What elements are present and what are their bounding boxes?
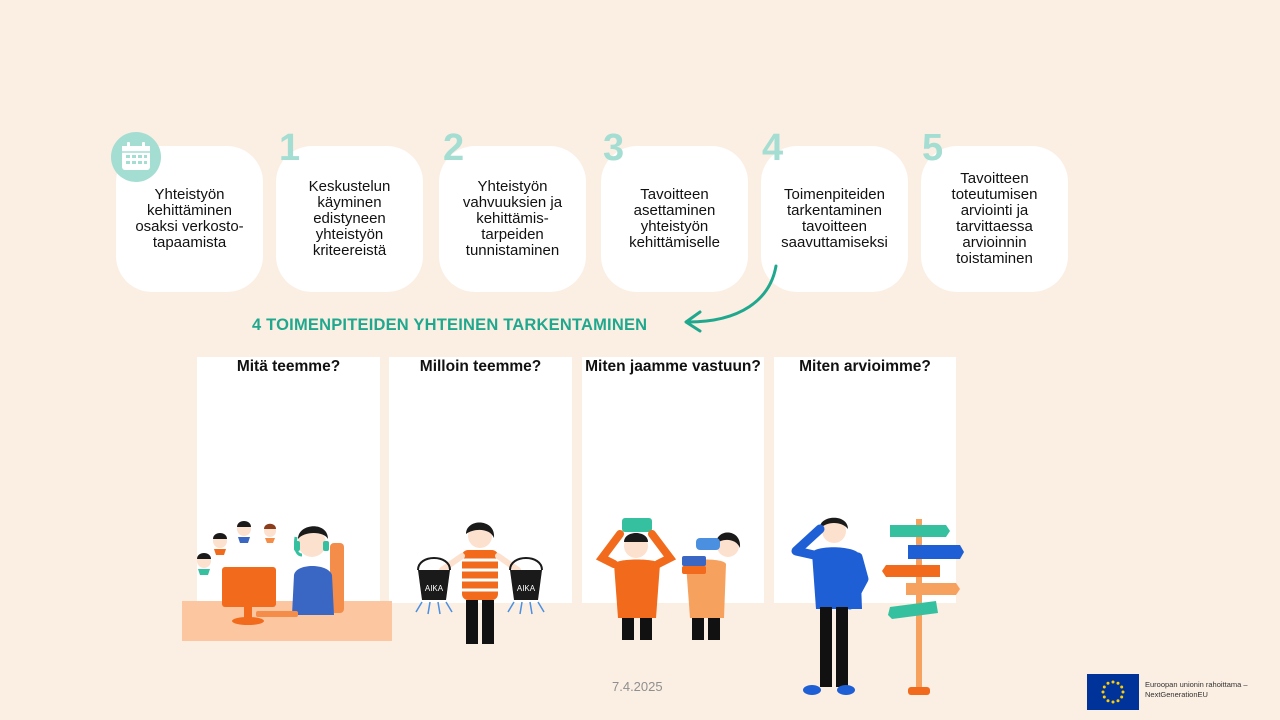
step-text: Keskustelun käyminen edistyneen yhteisty… [308, 178, 391, 259]
step-card-3: Tavoitteen asettaminen yhteistyön kehitt… [601, 146, 748, 292]
video-meeting-illustration [182, 521, 392, 641]
step-number-2: 2 [443, 127, 465, 169]
step-text: Tavoitteen toteutumisen arviointi ja tar… [951, 170, 1038, 267]
question-label: Milloin teemme? [419, 358, 542, 375]
step-card-intro: Yhteistyön kehittäminen osaksi verkosto-… [116, 146, 263, 292]
step-number-1: 1 [279, 127, 301, 169]
eu-funding-caption: Euroopan unionin rahoittama – NextGenera… [1145, 680, 1248, 699]
step-card-4: Toimenpiteiden tarkentaminen tavoitteen … [761, 146, 908, 292]
step-text: Yhteistyön vahvuuksien ja kehittämis- ta… [462, 178, 563, 259]
time-buckets-illustration: AIKA AIKA [415, 522, 545, 644]
step-card-2: Yhteistyön vahvuuksien ja kehittämis- ta… [439, 146, 586, 292]
question-label: Miten jaamme vastuun? [585, 358, 761, 375]
step-card-1: Keskustelun käyminen edistyneen yhteisty… [276, 146, 423, 292]
bucket-label-left: AIKA [425, 584, 444, 593]
question-card-evaluate: Miten arvioimme? [774, 357, 956, 603]
date-label: 7.4.2025 [612, 679, 663, 694]
step-card-5: Tavoitteen toteutumisen arviointi ja tar… [921, 146, 1068, 292]
question-label: Mitä teemme? [236, 358, 341, 375]
curved-arrow-icon [684, 264, 778, 333]
step-text: Yhteistyön kehittäminen osaksi verkosto-… [135, 186, 244, 251]
evaluation-signpost-illustration [791, 517, 964, 695]
step-number-4: 4 [762, 127, 784, 169]
step-number-5: 5 [922, 127, 944, 169]
section-heading: 4 TOIMENPITEIDEN YHTEINEN TARKENTAMINEN [252, 316, 648, 334]
question-label: Miten arvioimme? [799, 358, 931, 375]
step-text: Toimenpiteiden tarkentaminen tavoitteen … [781, 186, 888, 251]
step-number-3: 3 [603, 127, 625, 169]
question-card-responsibility: Miten jaamme vastuun? [582, 357, 764, 603]
shared-responsibility-illustration [596, 518, 741, 640]
question-card-what: Mitä teemme? [197, 357, 380, 603]
calendar-icon [111, 132, 161, 182]
step-text: Tavoitteen asettaminen yhteistyön kehitt… [629, 186, 720, 251]
eu-flag-icon [1087, 674, 1139, 710]
bucket-label-right: AIKA [517, 584, 536, 593]
